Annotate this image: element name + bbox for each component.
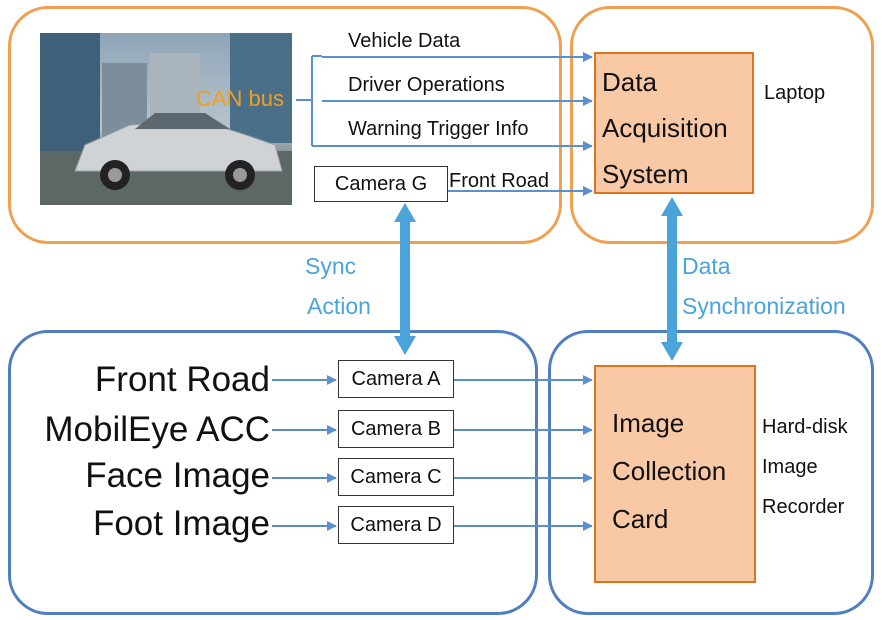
vehicle-group-frame [8,6,562,244]
image-collection-card-box: Image Collection Card [594,365,756,583]
camera-group-frame [8,330,538,615]
warning-trigger-info-label: Warning Trigger Info [348,118,529,140]
sync-label-line-2: Action [307,293,371,319]
vehicle-data-label: Vehicle Data [348,30,461,52]
can-bus-brace [296,55,322,147]
camera-d-box: Camera D [338,506,454,544]
recorder-group-frame [548,330,874,615]
camera-a-box: Camera A [338,360,454,398]
source-front-road: Front Road [94,360,270,399]
icc-line-3: Card [612,504,669,534]
front-road-small-label: Front Road [449,170,550,192]
sync-action-double-arrow [394,203,416,355]
laptop-label: Laptop [764,82,826,104]
car-image-icon [40,33,292,205]
camera-b-box: Camera B [338,410,454,448]
data-sync-label-line-2: Synchronization [682,293,846,319]
das-line-2: Acquisition [602,113,728,143]
data-sync-double-arrow [661,197,683,361]
source-face-image: Face Image [85,456,270,495]
sync-label-line-1: Sync [305,253,357,279]
source-mobileye-acc: MobilEye ACC [44,410,270,449]
recorder-line-2: Image [762,456,818,478]
laptop-group-frame [570,6,874,244]
das-line-3: System [602,159,689,189]
recorder-line-1: Hard-disk [762,416,848,438]
das-line-1: Data [602,67,657,97]
data-sync-label-line-1: Data [682,253,731,279]
can-bus-label: CAN bus [196,86,285,111]
data-acquisition-system-box: Data Acquisition System [594,52,754,194]
camera-g-box: Camera G [314,166,448,202]
icc-line-1: Image [612,408,685,438]
vehicle-photo [40,33,292,205]
recorder-line-3: Recorder [762,496,845,518]
driver-operations-label: Driver Operations [348,74,505,96]
icc-line-2: Collection [612,456,727,486]
camera-c-box: Camera C [338,458,454,496]
source-foot-image: Foot Image [92,504,270,543]
